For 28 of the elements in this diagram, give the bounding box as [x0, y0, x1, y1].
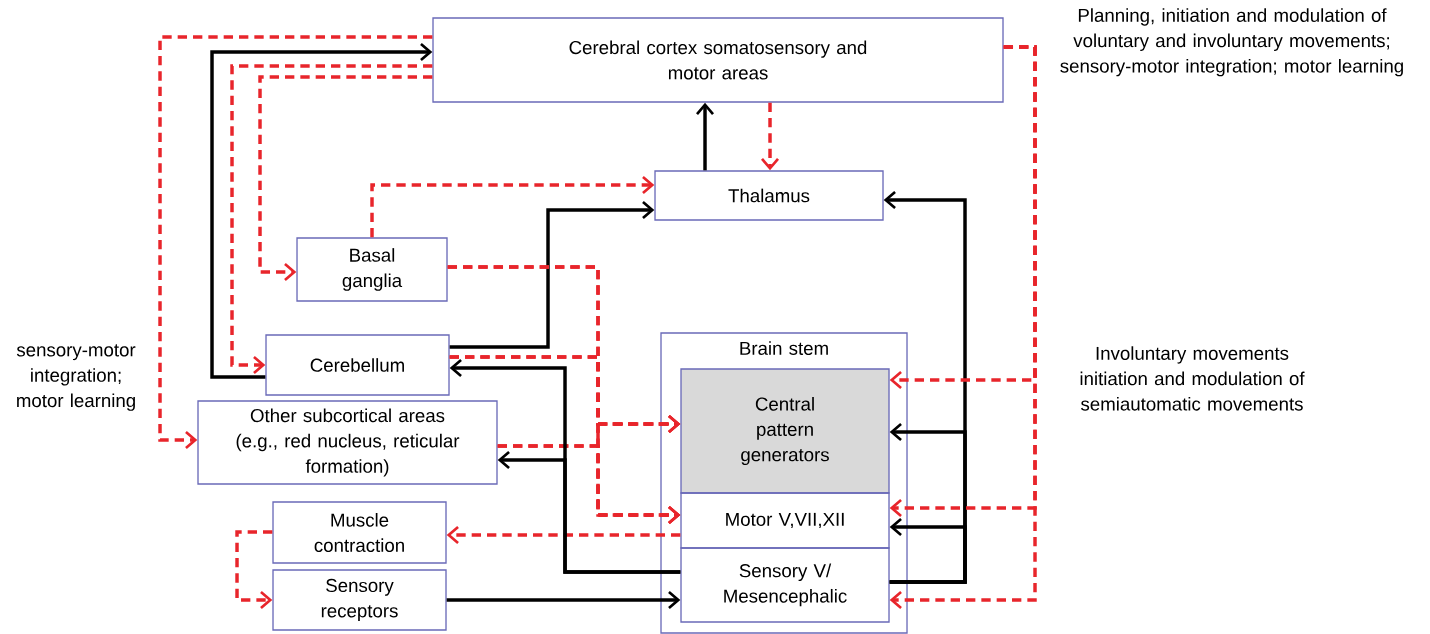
arrow: [497, 450, 681, 574]
arrow: [370, 175, 655, 238]
arrow: [889, 45, 1037, 609]
process-box: Central pattern generators: [680, 368, 890, 494]
arrow: [210, 43, 433, 379]
annotation-text: Planning, initiation and modulation of voluntary and involuntary movements; sensory-motor integration; motor learning: [1060, 8, 1403, 77]
process-box: Other subcortical areas (e.g., red nucleus, reticular formation): [197, 400, 498, 485]
process-box: Motor V,VII,XII: [680, 492, 890, 549]
arrow: [158, 35, 433, 449]
process-box: Thalamus: [654, 170, 884, 221]
arrow: [446, 590, 681, 609]
process-box: Sensory V/ Mesencephalic: [680, 547, 890, 623]
arrow: [889, 517, 967, 584]
process-box: Muscle contraction: [272, 501, 447, 564]
process-box: Sensory receptors: [272, 569, 447, 631]
process-box: Cerebral cortex somatosensory and motor areas: [432, 17, 1004, 103]
arrow: [446, 525, 681, 544]
annotation-text: sensory-motor integration; motor learning: [16, 344, 136, 411]
arrow: [235, 530, 273, 609]
arrow: [258, 75, 433, 281]
arrow: [449, 201, 655, 349]
process-box: Cerebellum: [265, 334, 450, 396]
arrow: [497, 444, 681, 524]
annotation-text: Involuntary movements initiation and modulation of semiautomatic movements: [1080, 346, 1305, 411]
arrow: [761, 102, 780, 171]
arrow: [230, 64, 433, 374]
process-box: Basal ganglia: [296, 237, 448, 302]
arrow: [696, 102, 715, 171]
